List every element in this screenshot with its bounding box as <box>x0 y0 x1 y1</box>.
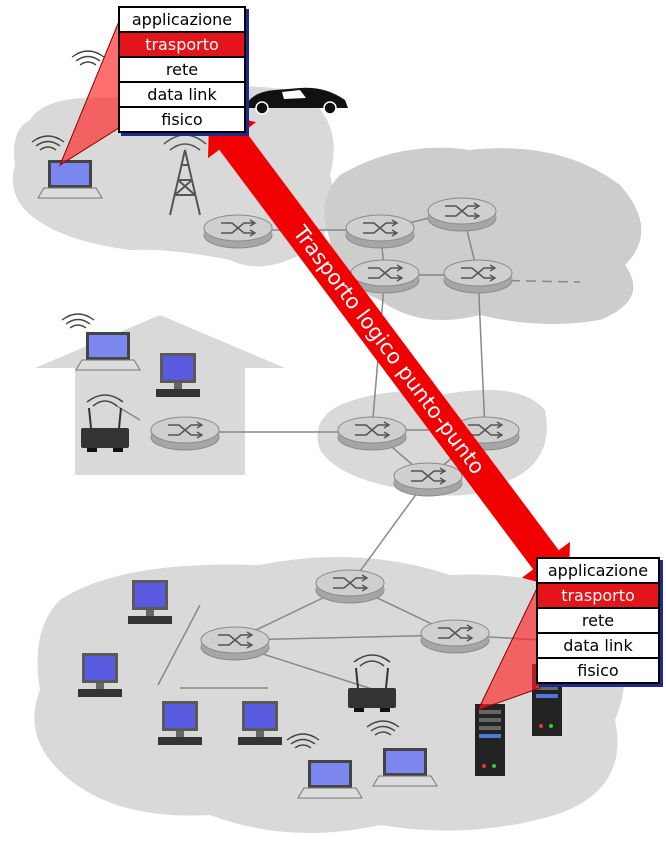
cell-tower-icon <box>163 134 207 216</box>
desktop-icon <box>156 353 200 397</box>
router-icon <box>345 214 415 249</box>
layer-network: rete <box>538 609 658 634</box>
wifi-waves-icon <box>71 50 105 66</box>
desktop-icon <box>158 701 202 745</box>
layer-physical: fisico <box>161 110 203 129</box>
layer-transport: trasporto <box>538 584 658 609</box>
car-icon <box>245 87 348 115</box>
router-icon <box>393 462 463 497</box>
router-icon <box>200 626 270 661</box>
router-icon <box>443 259 513 294</box>
wifi-waves-icon <box>61 313 95 329</box>
layer-physical: fisico <box>577 661 619 680</box>
router-icon <box>420 619 490 654</box>
router-icon <box>203 214 273 249</box>
router-icon <box>315 569 385 604</box>
server-icon <box>475 704 505 776</box>
layer-transport: trasporto <box>120 33 244 58</box>
desktop-icon <box>238 701 282 745</box>
router-icon <box>337 416 407 451</box>
layer-application: applicazione <box>120 8 244 33</box>
desktop-icon <box>78 653 122 697</box>
layer-data-link: data link <box>120 83 244 108</box>
layer-network: rete <box>120 58 244 83</box>
router-icon <box>150 416 220 451</box>
layer-application: applicazione <box>538 559 658 584</box>
layer-data-link: data link <box>538 634 658 659</box>
router-icon <box>427 197 497 232</box>
top-host-protocol-stack: applicazione trasporto rete data link fi… <box>118 6 246 133</box>
bottom-host-protocol-stack: applicazione trasporto rete data link fi… <box>536 557 660 684</box>
desktop-icon <box>128 580 172 624</box>
